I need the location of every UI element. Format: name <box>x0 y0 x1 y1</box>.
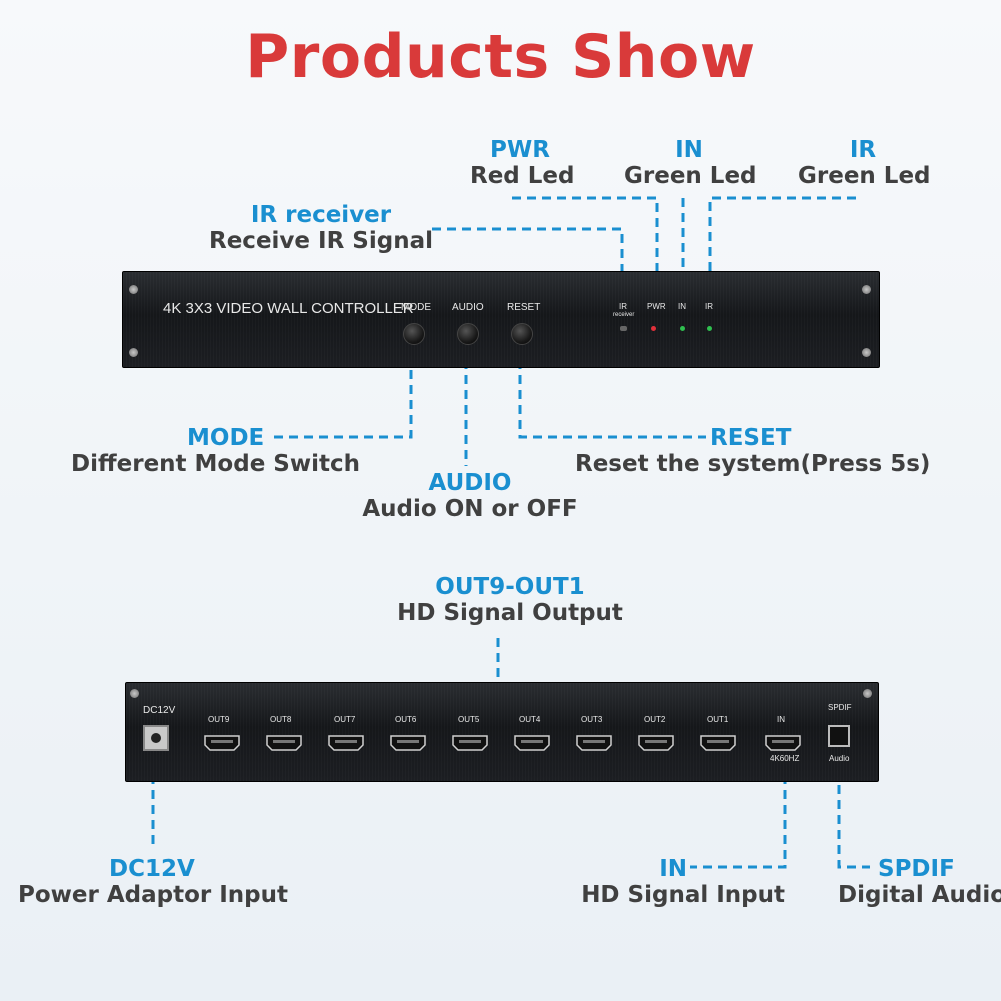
callout-desc: Power Adaptor Input <box>18 882 289 908</box>
callout-title: IR receiver <box>250 202 392 228</box>
callout-title: RESET <box>710 425 792 451</box>
indicator-label-pwr: PWR <box>647 302 666 311</box>
in-port-sublabel: 4K60HZ <box>770 754 800 763</box>
reset-button-label: RESET <box>507 302 541 313</box>
ir-receiver-sublabel: receiver <box>613 312 635 318</box>
callout-desc: HD Signal Input <box>581 882 785 908</box>
callout-mode: MODE Different Mode Switch <box>60 425 360 477</box>
hdmi-port-in[interactable] <box>765 735 801 751</box>
callout-dc12v: DC12V Power Adaptor Input <box>18 856 308 908</box>
callout-desc: HD Signal Output <box>397 600 623 626</box>
callout-title: DC12V <box>109 856 195 882</box>
audio-button-label: AUDIO <box>452 302 484 313</box>
callout-title: AUDIO <box>428 470 512 496</box>
audio-button[interactable] <box>457 323 479 345</box>
callout-title: OUT9-OUT1 <box>435 574 585 600</box>
callout-title: IN <box>659 856 687 882</box>
output-label-out1: OUT1 <box>707 715 729 724</box>
spdif-label: SPDIF <box>828 703 852 712</box>
screw <box>863 689 872 698</box>
callout-title: SPDIF <box>878 856 955 882</box>
callout-title: IN <box>675 137 703 163</box>
output-label-out4: OUT4 <box>519 715 541 724</box>
callout-outputs: OUT9-OUT1 HD Signal Output <box>380 574 640 626</box>
screw <box>130 689 139 698</box>
callout-desc: Red Led <box>470 163 575 189</box>
in-led <box>680 326 685 331</box>
hdmi-port-out3[interactable] <box>576 735 612 751</box>
output-label-out2: OUT2 <box>644 715 666 724</box>
output-label-out8: OUT8 <box>270 715 292 724</box>
hdmi-port-out1[interactable] <box>700 735 736 751</box>
hdmi-port-out2[interactable] <box>638 735 674 751</box>
output-label-out9: OUT9 <box>208 715 230 724</box>
hdmi-port-out7[interactable] <box>328 735 364 751</box>
callout-desc: Green Led <box>798 163 931 189</box>
reset-button[interactable] <box>511 323 533 345</box>
hdmi-port-out6[interactable] <box>390 735 426 751</box>
ir-receiver-window <box>620 326 627 331</box>
callout-ir-led: IR Green Led <box>798 137 931 189</box>
callout-desc: Digital Audio <box>838 882 1001 908</box>
indicator-label-ir-receiver: IR <box>619 302 627 311</box>
dc12v-label: DC12V <box>143 705 176 716</box>
output-label-out5: OUT5 <box>458 715 480 724</box>
callout-ir-receiver: IR receiver Receive IR Signal <box>196 202 446 254</box>
rear-panel: DC12V OUT9 OUT8 OUT7 OUT6 OUT5 OUT4 OUT3… <box>125 682 879 782</box>
front-panel: 4K 3X3 VIDEO WALL CONTROLLER MODE AUDIO … <box>122 271 880 368</box>
pwr-led <box>651 326 656 331</box>
callout-title: MODE <box>187 425 265 451</box>
screw <box>129 285 138 294</box>
callout-desc: Audio ON or OFF <box>362 496 578 522</box>
hdmi-port-out9[interactable] <box>204 735 240 751</box>
page-title: Products Show <box>245 22 756 92</box>
callout-reset: RESET Reset the system(Press 5s) <box>575 425 931 477</box>
screw <box>862 285 871 294</box>
dc12v-jack[interactable] <box>143 725 169 751</box>
output-label-out7: OUT7 <box>334 715 356 724</box>
callout-in-port: IN HD Signal Input <box>560 856 785 908</box>
output-label-out6: OUT6 <box>395 715 417 724</box>
callout-title: PWR <box>490 137 550 163</box>
callout-in-led: IN Green Led <box>624 137 757 189</box>
callout-desc: Receive IR Signal <box>209 228 433 254</box>
indicator-label-ir: IR <box>705 302 713 311</box>
device-name: 4K 3X3 VIDEO WALL CONTROLLER <box>163 300 414 317</box>
callout-desc: Different Mode Switch <box>71 451 360 477</box>
callout-desc: Reset the system(Press 5s) <box>575 451 931 477</box>
callout-pwr: PWR Red Led <box>470 137 575 189</box>
indicator-label-in: IN <box>678 302 686 311</box>
callout-audio: AUDIO Audio ON or OFF <box>340 470 600 522</box>
hdmi-port-out8[interactable] <box>266 735 302 751</box>
callout-desc: Green Led <box>624 163 757 189</box>
callout-spdif: SPDIF Digital Audio <box>838 856 1001 908</box>
spdif-sublabel: Audio <box>829 754 850 763</box>
spdif-port[interactable] <box>828 725 850 747</box>
in-port-label: IN <box>777 715 785 724</box>
mode-button-label: MODE <box>401 302 431 313</box>
mode-button[interactable] <box>403 323 425 345</box>
screw <box>129 348 138 357</box>
hdmi-port-out4[interactable] <box>514 735 550 751</box>
screw <box>862 348 871 357</box>
callout-title: IR <box>849 137 877 163</box>
output-label-out3: OUT3 <box>581 715 603 724</box>
hdmi-port-out5[interactable] <box>452 735 488 751</box>
ir-led <box>707 326 712 331</box>
